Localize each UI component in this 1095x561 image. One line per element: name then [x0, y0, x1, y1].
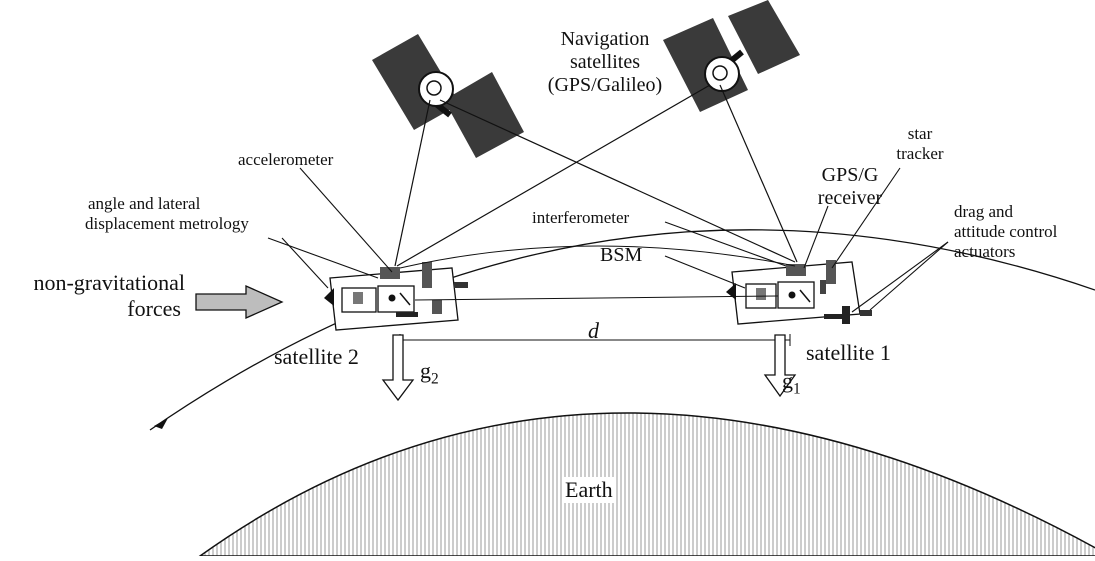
- g2-base: g: [420, 358, 431, 383]
- drag-actuators-line-2: attitude control: [954, 222, 1058, 241]
- navigation-satellite-right: [663, 0, 800, 112]
- g1-subscript: 1: [793, 380, 801, 398]
- gravity-arrow-g1: [763, 334, 797, 398]
- non-grav-forces-label: non-gravitational forces: [0, 270, 185, 322]
- gps-receiver-label: GPS/G receiver: [810, 164, 890, 210]
- star-tracker-line-1: star: [907, 124, 933, 143]
- gps-receiver-line-1: GPS/G: [821, 164, 879, 186]
- non-grav-force-arrow: [195, 284, 284, 320]
- satellite-2-label: satellite 2: [274, 344, 359, 369]
- navigation-satellite-left: [372, 34, 524, 158]
- g1-label: g1: [782, 368, 801, 402]
- gravity-arrow-g2: [381, 334, 415, 402]
- accelerometer-label: accelerometer: [238, 150, 334, 169]
- g1-base: g: [782, 368, 793, 393]
- drag-actuators-line-1: drag and: [954, 202, 1014, 221]
- gps-receiver-line-2: receiver: [817, 187, 883, 209]
- star-tracker-line-2: tracker: [896, 144, 944, 163]
- g2-label: g2: [420, 358, 439, 392]
- ranging-arc: [399, 245, 796, 269]
- leader-lines: [267, 167, 949, 313]
- nav-sats-line-2: satellites: [570, 51, 640, 73]
- bsm-label: BSM: [600, 244, 643, 266]
- drag-actuators-line-3: actuators: [954, 242, 1016, 261]
- satellite-2-body: [324, 262, 468, 331]
- star-tracker-label: star tracker: [880, 124, 960, 164]
- angle-metrology-line-1: angle and lateral: [88, 194, 201, 213]
- earth-shape: [198, 412, 1095, 556]
- angle-metrology-label: angle and lateral displacement metrology: [85, 194, 249, 234]
- orbit-direction-arrow: [154, 418, 168, 429]
- navigation-satellites-label: Navigation satellites (GPS/Galileo): [520, 28, 690, 97]
- orbit-arc: [149, 229, 1095, 431]
- distance-d-label: d: [588, 318, 599, 343]
- drag-actuators-label: drag and attitude control actuators: [954, 202, 1057, 262]
- non-grav-line-2: forces: [127, 296, 181, 321]
- nav-sats-line-3: (GPS/Galileo): [547, 74, 663, 96]
- navigation-signal-lines: [394, 84, 798, 267]
- satellite-1-body: [726, 260, 872, 325]
- inter-satellite-link: [414, 295, 779, 301]
- satellite-1-label: satellite 1: [806, 340, 891, 365]
- nav-sats-line-1: Navigation: [560, 28, 650, 50]
- earth-label: Earth: [562, 477, 616, 503]
- g2-subscript: 2: [431, 370, 439, 388]
- interferometer-label: interferometer: [532, 208, 630, 227]
- non-grav-line-1: non-gravitational: [33, 270, 185, 295]
- angle-metrology-line-2: displacement metrology: [85, 214, 249, 233]
